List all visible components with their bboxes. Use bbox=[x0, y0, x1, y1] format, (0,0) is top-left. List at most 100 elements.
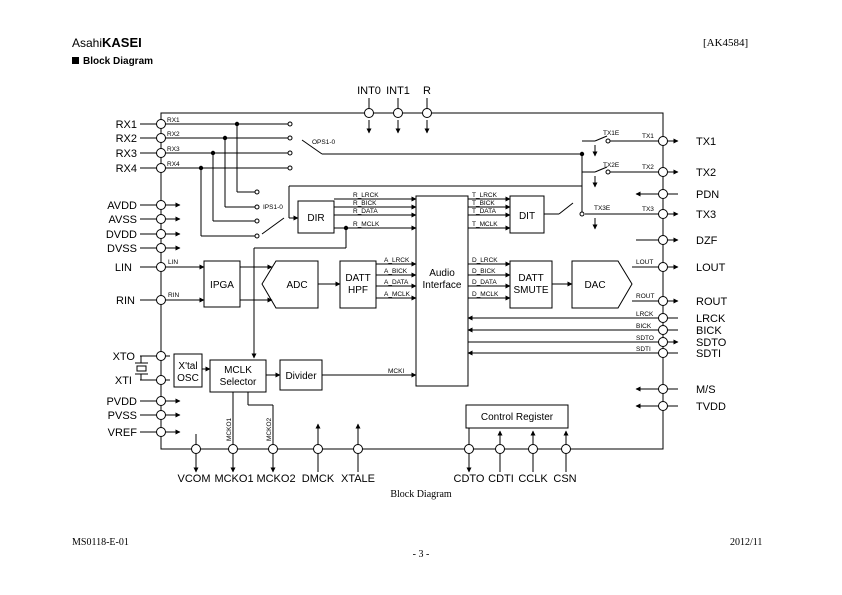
dir-label: DIR bbox=[307, 213, 324, 224]
pin-rx3: RX3 bbox=[116, 148, 137, 160]
sig-sdti: SDTI bbox=[636, 346, 651, 353]
pin-vcom: VCOM bbox=[178, 473, 211, 485]
pin-pvss: PVSS bbox=[108, 410, 137, 422]
sig-a-data: A_DATA bbox=[384, 279, 409, 286]
sig-ips: IPS1-0 bbox=[263, 204, 283, 211]
pin-rx1: RX1 bbox=[116, 119, 137, 131]
sig-mcko2: MCKO2 bbox=[266, 418, 273, 442]
ipga-block bbox=[203, 260, 241, 308]
sig-d-bick: D_BICK bbox=[472, 268, 496, 275]
pin-cdti: CDTI bbox=[488, 473, 514, 485]
bullet-square-icon bbox=[72, 57, 79, 64]
datt-smute-label-1: DATT bbox=[518, 273, 543, 284]
sig-r-lrck: R_LRCK bbox=[353, 192, 379, 199]
pin-xto: XTO bbox=[113, 351, 136, 363]
sig-bick: BICK bbox=[636, 323, 652, 330]
sig-t-bick: T_BICK bbox=[472, 200, 495, 207]
chip-outline bbox=[160, 112, 664, 450]
datt-smute-label-2: SMUTE bbox=[514, 285, 549, 296]
pin-dvdd: DVDD bbox=[106, 229, 137, 241]
sig-rout: ROUT bbox=[636, 293, 654, 300]
pin-tx2: TX2 bbox=[696, 167, 716, 179]
sig-rx1: RX1 bbox=[167, 117, 180, 124]
sig-a-mclk: A_MCLK bbox=[384, 291, 411, 298]
sig-ops: OPS1-0 bbox=[312, 139, 336, 146]
dac-label: DAC bbox=[584, 280, 605, 291]
pin-lin: LIN bbox=[115, 262, 132, 274]
pin-tvdd: TVDD bbox=[696, 401, 726, 413]
page-number: - 3 - bbox=[412, 549, 430, 560]
xtal-osc-block bbox=[173, 353, 203, 388]
dac-block bbox=[571, 260, 633, 309]
sig-lin: LIN bbox=[168, 259, 178, 266]
sig-tx3: TX3 bbox=[642, 206, 654, 213]
sig-lrck: LRCK bbox=[636, 311, 654, 318]
sig-sdto: SDTO bbox=[636, 335, 654, 342]
pin-tx3: TX3 bbox=[696, 209, 716, 221]
sig-tx2e: TX2E bbox=[603, 162, 620, 169]
section-heading: Block Diagram bbox=[72, 56, 153, 67]
sig-rx4: RX4 bbox=[167, 161, 180, 168]
control-register-block bbox=[465, 404, 569, 429]
dit-label: DIT bbox=[519, 211, 535, 222]
section-title: Block Diagram bbox=[83, 56, 154, 67]
document-id: MS0118-E-01 bbox=[72, 537, 129, 548]
datt-smute-block bbox=[509, 260, 553, 309]
adc-label: ADC bbox=[286, 280, 307, 291]
sig-rx2: RX2 bbox=[167, 131, 180, 138]
sig-rin: RIN bbox=[168, 292, 180, 299]
adc-block bbox=[261, 260, 319, 309]
pin-mcko1: MCKO1 bbox=[214, 473, 253, 485]
sig-tx3e: TX3E bbox=[594, 205, 611, 212]
pin-dmck: DMCK bbox=[302, 473, 335, 485]
sig-t-mclk: T_MCLK bbox=[472, 221, 498, 228]
sig-a-lrck: A_LRCK bbox=[384, 257, 410, 264]
mclk-selector-block bbox=[209, 359, 267, 393]
divider-label: Divider bbox=[285, 371, 317, 382]
datt-hpf-block bbox=[339, 260, 377, 309]
pin-r: R bbox=[423, 85, 431, 97]
part-number: [AK4584] bbox=[703, 37, 749, 49]
pin-tx1: TX1 bbox=[696, 136, 716, 148]
pin-dzf: DZF bbox=[696, 235, 718, 247]
pin-csn: CSN bbox=[553, 473, 576, 485]
pin-pvdd: PVDD bbox=[106, 396, 137, 408]
sig-tx1: TX1 bbox=[642, 133, 654, 140]
datt-hpf-label-1: DATT bbox=[345, 273, 370, 284]
pin-sdto: SDTO bbox=[696, 337, 727, 349]
pin-rx2: RX2 bbox=[116, 133, 137, 145]
pin-int0: INT0 bbox=[357, 85, 381, 97]
dit-block bbox=[509, 195, 545, 234]
sig-r-data: R_DATA bbox=[353, 208, 378, 215]
sig-mcki: MCKI bbox=[388, 368, 404, 375]
pin-int1: INT1 bbox=[386, 85, 410, 97]
pin-cclk: CCLK bbox=[518, 473, 548, 485]
sig-a-bick: A_BICK bbox=[384, 268, 408, 275]
sig-d-data: D_DATA bbox=[472, 279, 497, 286]
dir-block bbox=[297, 200, 335, 234]
sig-d-lrck: D_LRCK bbox=[472, 257, 498, 264]
pin-cdto: CDTO bbox=[454, 473, 485, 485]
sig-t-data: T_DATA bbox=[472, 208, 497, 215]
sig-t-lrck: T_LRCK bbox=[472, 192, 498, 199]
datt-hpf-label-2: HPF bbox=[348, 285, 368, 296]
audio-interface-label-1: Audio bbox=[429, 268, 455, 279]
pin-dvss: DVSS bbox=[107, 243, 137, 255]
sig-r-mclk: R_MCLK bbox=[353, 221, 380, 228]
divider-block bbox=[279, 359, 323, 391]
pin-pdn: PDN bbox=[696, 189, 719, 201]
figure-caption: Block Diagram bbox=[390, 489, 452, 500]
sig-rx3: RX3 bbox=[167, 146, 180, 153]
pin-avss: AVSS bbox=[108, 214, 137, 226]
mclk-selector-label-1: MCLK bbox=[224, 365, 252, 376]
xtal-osc-label-1: X'tal bbox=[178, 361, 197, 372]
mclk-selector-label-2: Selector bbox=[220, 377, 257, 388]
pin-rout: ROUT bbox=[696, 296, 727, 308]
audio-interface-block bbox=[415, 195, 469, 387]
pin-lrck: LRCK bbox=[696, 313, 726, 325]
company-logo: AsahiKASEI bbox=[72, 35, 142, 50]
pin-mcko2: MCKO2 bbox=[256, 473, 295, 485]
logo-bold-text: KASEI bbox=[102, 35, 142, 50]
sig-tx2: TX2 bbox=[642, 164, 654, 171]
